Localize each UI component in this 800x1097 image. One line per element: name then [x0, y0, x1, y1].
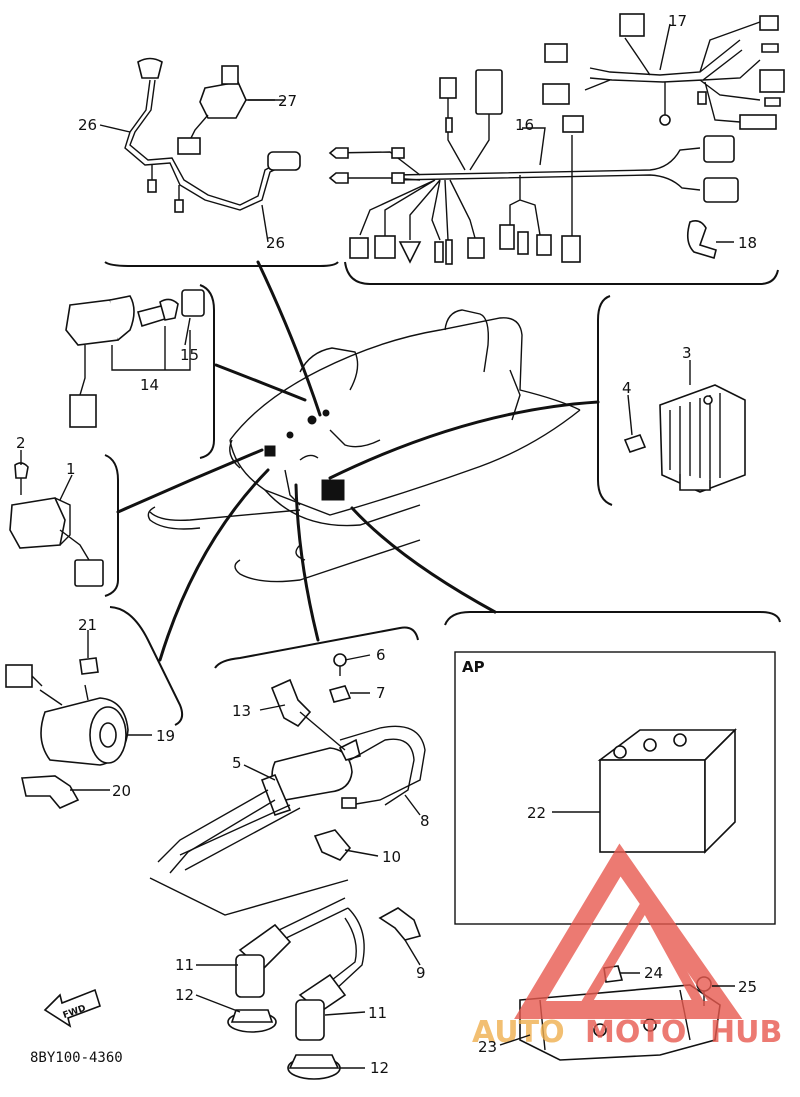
callout-17: 17: [668, 12, 687, 30]
callout-13: 13: [232, 702, 251, 720]
plug-cap-11-left: [235, 897, 349, 998]
callout-22: 22: [527, 804, 546, 822]
callout-24: 24: [644, 964, 663, 982]
callout-1: 1: [66, 460, 76, 478]
callout-19: 19: [156, 727, 175, 745]
bracket-left-19: [109, 606, 184, 726]
callout-14: 14: [140, 376, 159, 394]
wire-harness-16: [328, 69, 739, 265]
fwd-arrow: FWD: [43, 988, 101, 1028]
rectifier-regulator-3: [659, 384, 746, 493]
callout-12-right: 12: [370, 1059, 389, 1077]
callout-labels: 1 2 3 4 5 6 7 8 9 10 11 11 12 12 13 14 1…: [16, 12, 757, 1077]
bolt-6: [333, 653, 347, 676]
clamp-9: [378, 907, 422, 941]
leader-19: [158, 468, 270, 662]
leader-5: [294, 483, 320, 642]
sub-harness-17: [542, 13, 785, 130]
grommet-12-right: [287, 1054, 341, 1080]
bracket-ap: [444, 611, 781, 626]
callout-25: 25: [738, 978, 757, 996]
clamp-20: [21, 775, 80, 809]
cdi-unit-1: [9, 462, 104, 587]
watermark-inner-triangle: [576, 894, 709, 1010]
ap-box-label: AP: [462, 658, 485, 676]
callout-20: 20: [112, 782, 131, 800]
clamp-10: [313, 829, 352, 861]
snowmobile-outline: [147, 309, 581, 583]
bracket-mid-5: [214, 626, 419, 669]
key-18: [686, 220, 717, 260]
callout-leaders: [20, 23, 735, 1069]
switch-27: [177, 65, 285, 155]
callout-23: 23: [478, 1038, 497, 1056]
callout-7: 7: [376, 684, 386, 702]
diagram-code: 8BY100-4360: [30, 1050, 123, 1066]
callout-26-top: 26: [78, 116, 97, 134]
callout-26-bottom: 26: [266, 234, 285, 252]
bracket-top-left: [104, 261, 339, 267]
ignition-coil-5: [149, 738, 361, 916]
callout-21: 21: [78, 616, 97, 634]
callout-4: 4: [622, 379, 632, 397]
callout-15: 15: [180, 346, 199, 364]
callout-8: 8: [420, 812, 430, 830]
regulator-on-sled: [321, 479, 345, 501]
nut-21: [79, 657, 99, 675]
callout-2: 2: [16, 434, 26, 452]
callout-10: 10: [382, 848, 401, 866]
callout-18: 18: [738, 234, 757, 252]
bracket-right-3: [597, 295, 613, 506]
leader-26: [256, 260, 322, 417]
leader-1: [116, 448, 264, 514]
watermark-text-left: AUTO: [472, 1015, 565, 1050]
bracket-left-1: [104, 454, 119, 597]
callout-3: 3: [682, 344, 692, 362]
nut-4: [623, 434, 647, 453]
bracket-left-14: [199, 284, 215, 459]
callout-27: 27: [278, 92, 297, 110]
watermark-text-mid: MOTO: [585, 1015, 686, 1050]
lead-wire-8: [339, 725, 426, 809]
plug-cap-11-right: [295, 907, 365, 1041]
leader-3: [328, 400, 600, 480]
bracket-13: [270, 678, 346, 751]
callout-11-right: 11: [368, 1004, 387, 1022]
watermark-logo: AUTO MOTO HUB: [472, 843, 782, 1050]
grommet-12-left: [227, 1009, 277, 1033]
callout-16: 16: [515, 116, 534, 134]
callout-9: 9: [416, 964, 426, 982]
battery-22: [597, 728, 737, 854]
callout-12-left: 12: [175, 986, 194, 1004]
callout-6: 6: [376, 646, 386, 664]
leader-14: [214, 363, 307, 402]
main-switch-14: [65, 289, 205, 428]
callout-5: 5: [232, 754, 242, 772]
bracket-top-right: [344, 261, 779, 285]
washer-7: [328, 685, 352, 703]
wire-harness-26: [124, 57, 301, 213]
callout-11-left: 11: [175, 956, 194, 974]
starter-19: [5, 664, 129, 766]
ap-box: [454, 651, 776, 925]
leader-ap: [350, 506, 497, 614]
watermark-text-right: HUB: [710, 1015, 782, 1050]
